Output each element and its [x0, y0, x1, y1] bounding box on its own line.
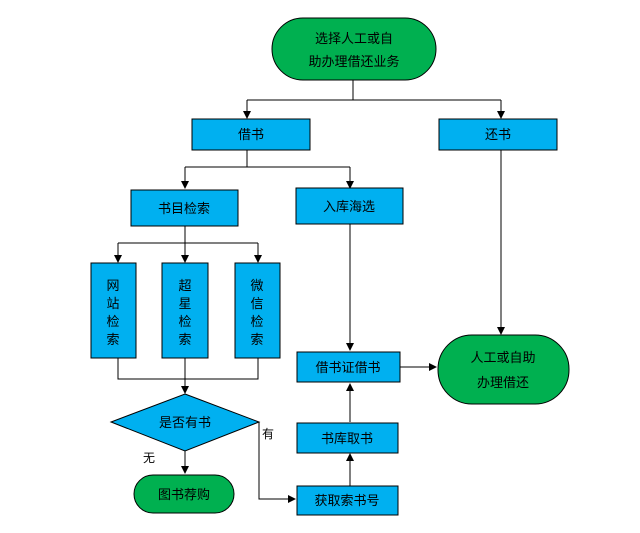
node-recommend-label: 图书荐购: [158, 487, 210, 503]
connectors: [114, 80, 505, 503]
edge-searches-merge: [117, 358, 259, 380]
node-fetch-book: 书库取书: [296, 422, 399, 454]
node-catalog-search: 书目检索: [130, 189, 239, 227]
node-borrow-label: 借书: [238, 128, 264, 143]
node-end-line1: 人工或自助: [470, 351, 535, 366]
node-has-book-label: 是否有书: [159, 416, 211, 431]
node-get-callno: 获取索书号: [296, 485, 399, 516]
node-start: 选择人工或自 助办理借还业务: [271, 17, 437, 81]
edge-start-split: [247, 80, 501, 101]
edge-borrow-split: [185, 150, 350, 168]
node-borrow: 借书: [191, 118, 311, 151]
node-catalog-search-label: 书目检索: [158, 202, 210, 217]
node-superstar-search-label: 超星检索: [178, 279, 191, 348]
edge-yes-label: 有: [262, 427, 274, 441]
node-get-callno-label: 获取索书号: [314, 494, 379, 509]
node-return-label: 还书: [485, 128, 511, 143]
edge-no-label: 无: [143, 451, 155, 465]
edge-catalog-split: [118, 226, 258, 244]
node-web-search-label: 网站检索: [106, 279, 119, 348]
node-recommend: 图书荐购: [133, 474, 235, 514]
node-end-line2: 办理借还: [477, 376, 529, 391]
node-card-borrow: 借书证借书: [296, 351, 401, 383]
node-wechat-search: 微信检索: [234, 262, 281, 359]
node-has-book: 是否有书: [109, 393, 261, 452]
node-return: 还书: [438, 118, 558, 151]
node-start-line1: 选择人工或自: [315, 32, 393, 47]
node-web-search: 网站检索: [90, 262, 137, 359]
node-superstar-search: 超星检索: [161, 262, 209, 359]
edge-yes: [258, 422, 296, 503]
node-shelf-browse-label: 入库海选: [323, 199, 375, 215]
node-wechat-search-label: 微信检索: [250, 279, 263, 348]
node-card-borrow-label: 借书证借书: [315, 361, 380, 376]
node-fetch-book-label: 书库取书: [321, 431, 373, 447]
node-start-line2: 助办理借还业务: [308, 54, 399, 70]
node-shelf-browse: 入库海选: [295, 187, 404, 225]
node-end: 人工或自助 办理借还: [437, 334, 570, 405]
